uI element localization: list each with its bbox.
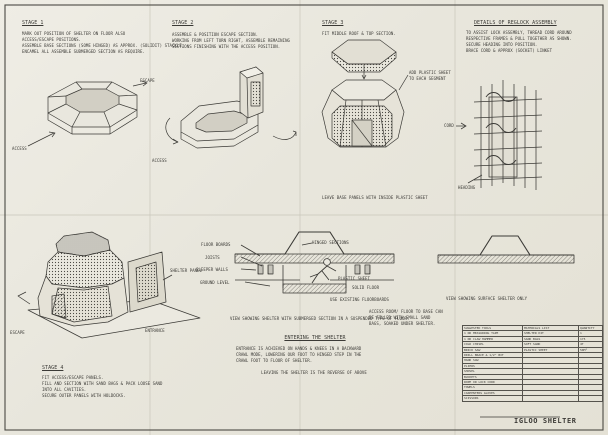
stage2-line: ASSEMBLE & POSITION ESCAPE SECTION. — [172, 32, 259, 37]
stage4-line: INTO ALL CAVITIES. — [42, 387, 87, 392]
hinged-sections-label: HINGED SECTIONS — [312, 240, 349, 245]
entering-line: CRAWL FOOT TO FLOOR OF SHELTER. — [236, 358, 313, 363]
sleeper-walls-label: SLEEPER WALLS — [196, 267, 228, 272]
entering-title: ENTERING THE SHELTER — [284, 335, 346, 341]
bags-label: BAGS, SOAKED UNDER SHELTER. — [369, 321, 436, 326]
floorboards-label: FLOOR BOARDS — [201, 242, 231, 247]
details-title: DETAILS OF REGLOCK ASSEMBLY — [474, 20, 557, 26]
entering-line: CRAWL MODE, LOWERING OUR FOOT TO HINGED … — [236, 352, 362, 357]
table-row: DRILL BRACE & 1/2" BIT — [462, 351, 603, 359]
plastic-sheet-label: PLASTIC SHEET — [338, 276, 370, 281]
details-line: TO ASSIST LOCK ASSEMBLY, THREAD CORD ARO… — [466, 30, 572, 35]
project-title: IGLOO SHELTER — [514, 417, 577, 425]
stage2-line: WORKING FROM LEFT TURN RIGHT, ASSEMBLE R… — [172, 38, 290, 43]
stage2-line: SECTIONS FINISHING WITH THE ACCESS POSIT… — [172, 44, 281, 49]
table-cell — [578, 395, 603, 402]
table-cell — [522, 395, 579, 402]
details-cord-label: CORD — [444, 123, 454, 128]
stage3-title: STAGE 3 — [322, 20, 344, 26]
stage1-line: MARK OUT POSITION OF SHELTER ON FLOOR AL… — [22, 31, 126, 36]
details-line: BRACE CORD & APPROX (SOCKET) LINKET — [466, 48, 553, 53]
stage4-title: STAGE 4 — [42, 365, 64, 371]
section-caption: VIEW SHOWING SHELTER WITH SUBMERGED SECT… — [230, 316, 410, 321]
stage2-title: STAGE 2 — [172, 20, 194, 26]
fill-sand-label: BE FILLED WITH SMALL SAND — [369, 315, 431, 320]
stage3-line: FIT MIDDLE ROOF & TOP SECTION. — [322, 31, 396, 36]
stage3-panels-label: LEAVE BASE PANELS WITH INSIDE PLASTIC SH… — [322, 195, 428, 200]
stage2-assembly — [165, 66, 297, 149]
joists-label: JOISTS — [205, 255, 220, 260]
stage4-shelter — [17, 231, 201, 339]
section-suspended — [234, 231, 395, 294]
ground-level-label: GROUND LEVEL — [200, 280, 230, 285]
use-existing-label: USE EXISTING FLOORBOARDS — [330, 297, 389, 302]
stage4-escape-label: ESCAPE — [10, 330, 25, 335]
solid-floor-label: SOLID FLOOR — [352, 285, 380, 290]
table-cell: SCISSORS — [462, 395, 523, 402]
stage4-line: FIT ACCESS/ESCAPE PANELS. — [42, 375, 104, 380]
details-line: RESPECTIVE FRAMES & PULL TOGETHER AS SHO… — [466, 36, 572, 41]
access-room-label: ACCESS ROOM/ FLOOR TO BASE CAN — [369, 309, 443, 314]
section-surface — [437, 235, 575, 264]
entering-line: ENTRANCE IS ACHIEVED ON HANDS & KNEES IN… — [236, 346, 362, 351]
stage1-access-label: ACCESS — [12, 146, 27, 151]
border — [4, 4, 604, 431]
reglock-detail — [456, 80, 543, 190]
surface-caption: VIEW SHOWING SURFACE SHELTER ONLY — [446, 296, 528, 301]
stage1-escape-label: ESCAPE — [140, 78, 155, 83]
stage3-sheet-label: ADD PLASTIC SHEET — [409, 70, 451, 75]
stage4-entrance-label: ENTRANCE — [145, 328, 165, 333]
stage1-octagon — [27, 80, 148, 147]
stage4-line: SECURE OUTER PANELS WITH HOLDOCKS. — [42, 393, 126, 398]
stage1-line: ASSEMBLE BASE SECTIONS (SOME HINGED) AS … — [22, 43, 185, 48]
stage3-assembly — [321, 39, 409, 148]
details-line: SECURE HEADING INTO POSITION. — [466, 42, 538, 47]
title-block-table: SUGGESTED TOOLS MATERIALS LIST QUANTITY … — [462, 324, 603, 402]
stage4-line: FILL AND SECTION WITH SAND BAGS & PACK L… — [42, 381, 163, 386]
stage1-title: STAGE 1 — [22, 20, 44, 26]
stage1-line: ACCESS/ESCAPE POSITIONS. — [22, 37, 81, 42]
header-cell: QUANTITY — [578, 324, 603, 332]
stage1-line: ENCAMEL ALL ASSEMBLE SUBMERGED SECTION A… — [22, 49, 145, 54]
stage2-access-label: ACCESS — [152, 158, 167, 163]
details-heading-label: HEADING — [458, 185, 476, 190]
stage3-segment-label: TO EACH SEGMENT — [409, 76, 446, 81]
stage4-panel-label: SHELTER PANEL — [170, 268, 202, 273]
leaving-line: LEAVING THE SHELTER IS THE REVERSE OF AB… — [261, 370, 367, 375]
table-row: SCISSORS — [462, 395, 603, 402]
